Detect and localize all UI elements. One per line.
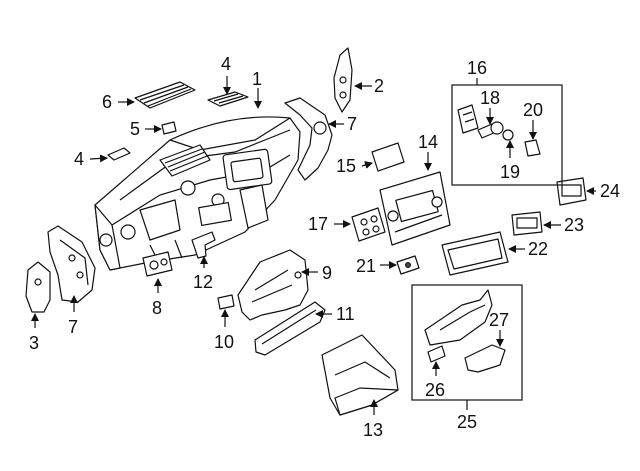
part-7-left-side-panel (47, 225, 96, 303)
callout-21: 21 (356, 256, 376, 276)
callout-8: 8 (152, 298, 162, 318)
part-8-switch-bezel (142, 251, 173, 277)
callout-26: 26 (425, 380, 445, 400)
callout-1: 1 (252, 69, 262, 89)
callout-2: 2 (374, 76, 384, 96)
callout-19: 19 (500, 162, 520, 182)
part-5-clip (161, 121, 177, 135)
callout-24: 24 (600, 181, 620, 201)
part-3-end-cap (25, 261, 51, 313)
part-4-side-vent (107, 147, 131, 161)
callout-12: 12 (193, 272, 213, 292)
part-4-upper-grille (207, 91, 249, 107)
callout-9: 9 (322, 263, 332, 283)
part-23-bezel (511, 211, 543, 236)
part-13-glove-box (321, 334, 399, 416)
part-10-clip (217, 294, 235, 310)
part-14-radio-bezel (379, 171, 451, 246)
callout-15: 15 (336, 156, 356, 176)
callout-17: 17 (308, 214, 328, 234)
box-16-group (451, 84, 563, 186)
part-24-bezel (556, 177, 587, 206)
callout-13: 13 (363, 420, 383, 440)
callout-4-left: 4 (74, 149, 84, 169)
leader-lines (31, 76, 596, 415)
part-22-storage-bin (441, 231, 509, 276)
callout-25: 25 (457, 412, 477, 432)
callout-5: 5 (130, 119, 140, 139)
callout-16: 16 (467, 58, 487, 78)
callout-3: 3 (29, 333, 39, 353)
part-2-trim (333, 47, 353, 113)
callout-22: 22 (528, 239, 548, 259)
callout-11: 11 (336, 304, 355, 324)
callout-7-left: 7 (68, 317, 78, 337)
callout-27: 27 (489, 310, 509, 330)
part-17-switch-panel (351, 207, 386, 242)
part-6-defrost-grille (134, 81, 196, 109)
callout-18: 18 (480, 88, 500, 108)
callout-7-right: 7 (347, 114, 357, 134)
callout-14: 14 (418, 132, 438, 152)
part-9-lower-panel (237, 249, 309, 321)
callout-labels: 1 2 3 4 4 5 6 7 7 8 9 10 11 12 13 14 15 … (29, 54, 620, 440)
instrument-panel (94, 116, 301, 271)
callout-10: 10 (214, 332, 234, 352)
part-15-display (371, 142, 405, 172)
box-25-group (411, 284, 523, 401)
callout-20: 20 (523, 100, 543, 120)
part-7-right-side-panel (284, 97, 333, 181)
callout-4-top: 4 (221, 54, 231, 74)
part-21-bezel (396, 255, 420, 275)
callout-23: 23 (564, 215, 584, 235)
part-12-bracket (191, 231, 216, 259)
part-11-knee-bolster (254, 301, 326, 356)
callout-6: 6 (102, 92, 112, 112)
